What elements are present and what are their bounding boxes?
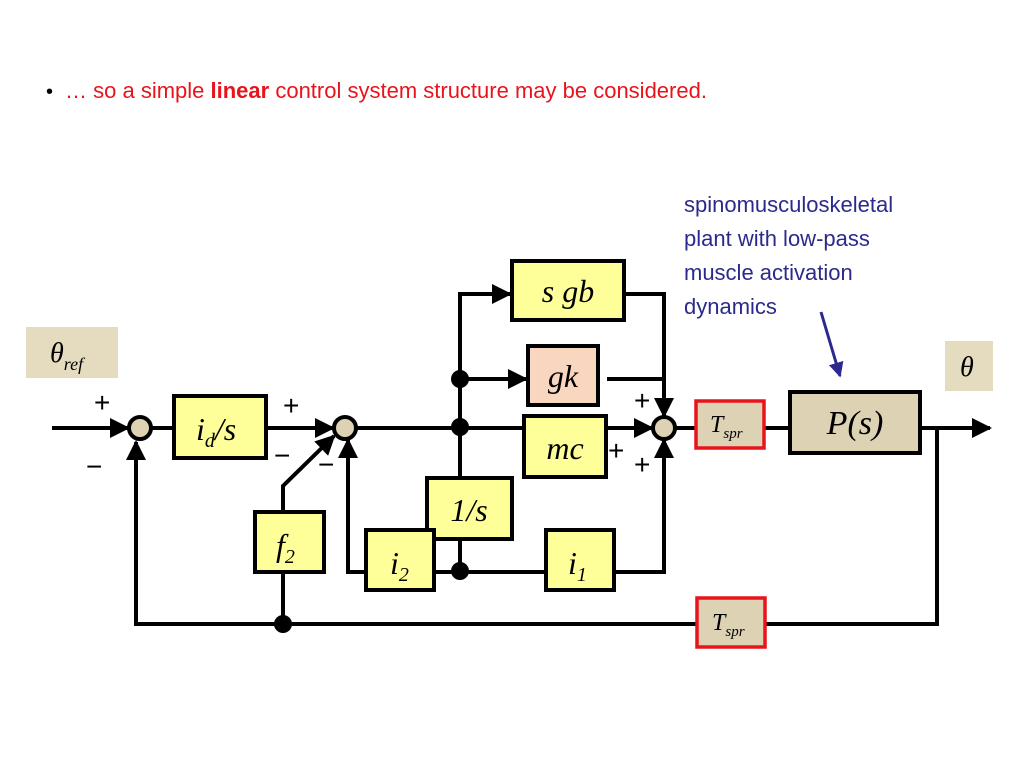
sign: − bbox=[86, 451, 102, 482]
block-plant bbox=[788, 390, 922, 455]
theta-ref-label bbox=[26, 327, 118, 378]
block-derivative bbox=[510, 259, 626, 322]
headline-prefix: … so a simple bbox=[65, 78, 211, 103]
block-stiffness bbox=[526, 344, 600, 407]
sum-junction-2 bbox=[332, 415, 358, 441]
theta-output-text: θ bbox=[960, 352, 974, 383]
plant-annotation: spinomusculoskeletal plant with low-pass… bbox=[684, 188, 893, 324]
wire-feedback bbox=[126, 440, 696, 626]
theta-output-label bbox=[945, 341, 993, 391]
signal-wires bbox=[52, 284, 992, 626]
block-plant-label: P(s) bbox=[826, 405, 884, 442]
block-integrator-d-label: id/s bbox=[196, 411, 236, 452]
block-gain-i2 bbox=[364, 528, 436, 592]
sign: − bbox=[318, 449, 334, 480]
block-integrator bbox=[425, 476, 514, 541]
annotation-arrow bbox=[819, 311, 844, 378]
sign: + bbox=[634, 449, 650, 480]
annotation-line: plant with low-pass bbox=[684, 226, 870, 251]
headline-emphasis: linear bbox=[210, 78, 270, 103]
block-mass-label: mc bbox=[546, 430, 583, 466]
block-stiffness-label: gk bbox=[548, 358, 579, 394]
sum-junction-3 bbox=[651, 415, 677, 441]
annotation-line: dynamics bbox=[684, 294, 777, 319]
wire bbox=[614, 438, 674, 574]
block-delay-feedback-label: Tspr bbox=[712, 610, 745, 640]
wire bbox=[338, 438, 366, 574]
sum-junction-1 bbox=[127, 415, 153, 441]
block-delay-feedback bbox=[695, 596, 767, 649]
junction-dot bbox=[451, 370, 469, 388]
block-gain-i1-label: i1 bbox=[568, 545, 587, 586]
block-derivative-label: s gb bbox=[542, 273, 594, 309]
headline: • … so a simple linear control system str… bbox=[46, 78, 707, 104]
block-gain-i2-label: i2 bbox=[390, 545, 409, 586]
wire bbox=[624, 292, 674, 418]
block-delay-forward bbox=[694, 399, 766, 450]
wire-feedback bbox=[765, 428, 939, 626]
bullet: • bbox=[46, 81, 54, 103]
sign: + bbox=[608, 435, 624, 466]
theta-ref-text: θref bbox=[50, 338, 86, 374]
junctions bbox=[274, 370, 469, 633]
block-integrator-label: 1/s bbox=[450, 492, 487, 528]
sign: − bbox=[274, 440, 290, 471]
block-gain-i1 bbox=[544, 528, 616, 592]
block-integrator-d bbox=[172, 394, 268, 460]
sign: + bbox=[634, 385, 650, 416]
annotation-line: muscle activation bbox=[684, 260, 853, 285]
sign: + bbox=[94, 387, 110, 418]
annotation-line: spinomusculoskeletal bbox=[684, 192, 894, 217]
wire bbox=[281, 434, 336, 512]
headline-suffix: control system structure may be consider… bbox=[269, 78, 707, 103]
block-mass bbox=[522, 414, 608, 479]
block-gain-f2 bbox=[253, 510, 326, 574]
sign: + bbox=[283, 390, 299, 421]
junction-dot bbox=[451, 418, 469, 436]
block-delay-forward-label: Tspr bbox=[710, 412, 743, 442]
junction-dot bbox=[274, 615, 292, 633]
junction-dot bbox=[451, 562, 469, 580]
